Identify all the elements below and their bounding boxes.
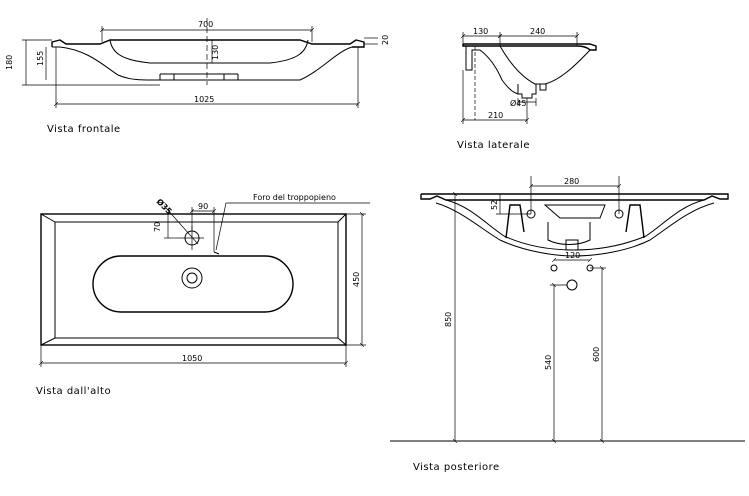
side-view: 130 240 210 Ø45 Vista laterale: [457, 27, 597, 151]
front-view: 700 130 180 155 20 1025 Vista frontale: [5, 18, 390, 135]
front-view-caption: Vista frontale: [47, 124, 121, 135]
rear-dim-280: 280: [564, 177, 579, 186]
top-view: Ø35 90 70 Foro del troppopieno 450 1050 …: [36, 193, 370, 397]
side-dim-210: 210: [488, 111, 503, 120]
top-view-caption: Vista dall'alto: [36, 386, 111, 397]
rear-dim-52: 52: [490, 200, 499, 210]
front-dim-130: 130: [211, 45, 220, 60]
front-dim-180: 180: [5, 55, 14, 70]
front-dim-700: 700: [198, 20, 213, 29]
top-dim-70: 70: [153, 222, 162, 232]
top-overflow-label: Foro del troppopieno: [253, 193, 336, 202]
rear-dim-120: 120: [565, 251, 580, 260]
top-dim-1050: 1050: [182, 354, 202, 363]
rear-dim-850: 850: [444, 312, 453, 327]
side-dim-240: 240: [530, 27, 545, 36]
front-dim-1025: 1025: [194, 95, 214, 104]
side-dim-130: 130: [473, 27, 488, 36]
side-dim-dia45: Ø45: [510, 98, 526, 108]
top-dim-90: 90: [198, 202, 208, 211]
rear-view: 280 52 120 850 540 600 Vista posteriore: [390, 176, 745, 473]
side-view-caption: Vista laterale: [457, 140, 530, 151]
front-dim-20: 20: [381, 35, 390, 45]
rear-view-caption: Vista posteriore: [413, 462, 500, 473]
top-dim-450: 450: [352, 272, 361, 287]
rear-dim-540: 540: [544, 355, 553, 370]
rear-dim-600: 600: [592, 347, 601, 362]
front-dim-155: 155: [36, 51, 45, 66]
